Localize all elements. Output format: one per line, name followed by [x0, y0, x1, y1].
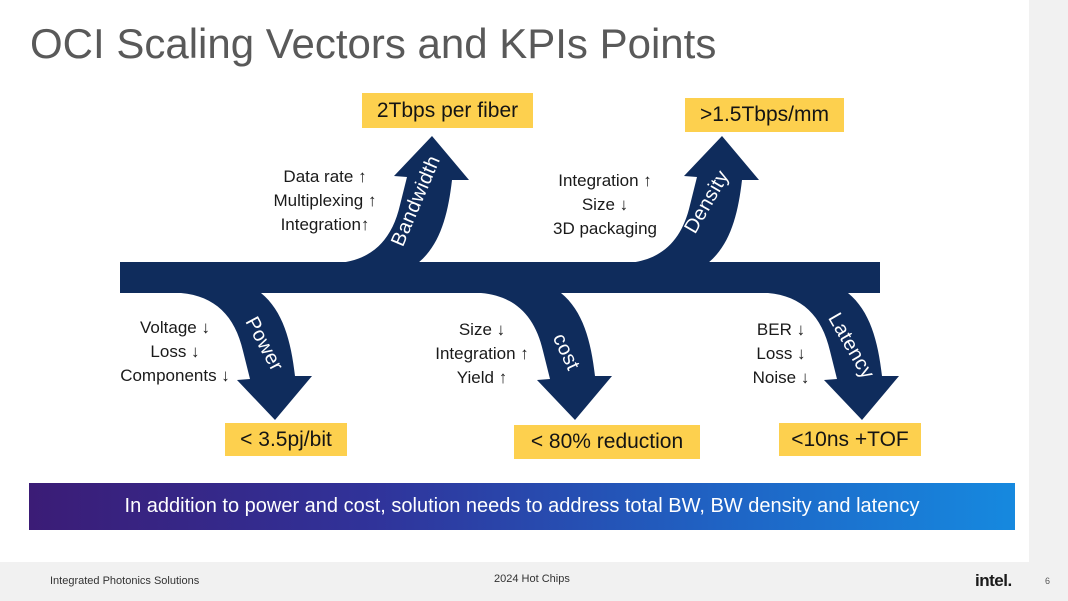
latency-arrow — [768, 293, 899, 420]
footer-center-text: 2024 Hot Chips — [494, 573, 570, 585]
factor-item: Multiplexing ↑ — [273, 191, 377, 210]
latency-factors: BER ↓ Loss ↓ Noise ↓ — [696, 318, 866, 390]
factor-item: Size ↓ — [458, 320, 506, 339]
factor-item: Integration ↑ — [558, 171, 652, 190]
factor-item: 3D packaging — [553, 219, 657, 238]
intel-logo: intel. — [975, 571, 1012, 590]
power-kpi-box: < 3.5pj/bit — [225, 423, 347, 456]
bandwidth-arrow — [338, 136, 469, 263]
factor-item: Integration↑ — [280, 215, 370, 234]
cost-factors: Size ↓ Integration ↑ Yield ↑ — [397, 318, 567, 390]
page-number: 6 — [1045, 576, 1051, 586]
power-arrow — [181, 293, 312, 420]
factor-item: Integration ↑ — [435, 344, 529, 363]
summary-banner-text: In addition to power and cost, solution … — [124, 495, 920, 517]
density-arrow — [628, 136, 759, 263]
bandwidth-factors: Data rate ↑ Multiplexing ↑ Integration↑ — [240, 165, 410, 237]
footer-left-text: Integrated Photonics Solutions — [50, 575, 200, 587]
slide-title: OCI Scaling Vectors and KPIs Points — [30, 20, 717, 67]
bandwidth-kpi-box: 2Tbps per fiber — [362, 93, 533, 128]
factor-item: Noise ↓ — [752, 368, 810, 387]
latency-kpi-box: <10ns +TOF — [779, 423, 921, 456]
cost-arrow — [481, 293, 612, 420]
factor-item: Data rate ↑ — [283, 167, 367, 186]
factor-item: Components ↓ — [120, 366, 230, 385]
density-factors: Integration ↑ Size ↓ 3D packaging — [520, 169, 690, 241]
factor-item: Yield ↑ — [456, 368, 508, 387]
summary-banner: In addition to power and cost, solution … — [29, 483, 1015, 530]
main-spine-bar — [120, 262, 880, 293]
factor-item: Loss ↓ — [150, 342, 200, 361]
factor-item: Voltage ↓ — [140, 318, 210, 337]
factor-item: Size ↓ — [581, 195, 629, 214]
factor-item: Loss ↓ — [756, 344, 806, 363]
density-kpi-box: >1.5Tbps/mm — [685, 98, 844, 132]
factor-item: BER ↓ — [756, 320, 806, 339]
cost-kpi-box: < 80% reduction — [514, 425, 700, 459]
power-factors: Voltage ↓ Loss ↓ Components ↓ — [90, 316, 260, 388]
